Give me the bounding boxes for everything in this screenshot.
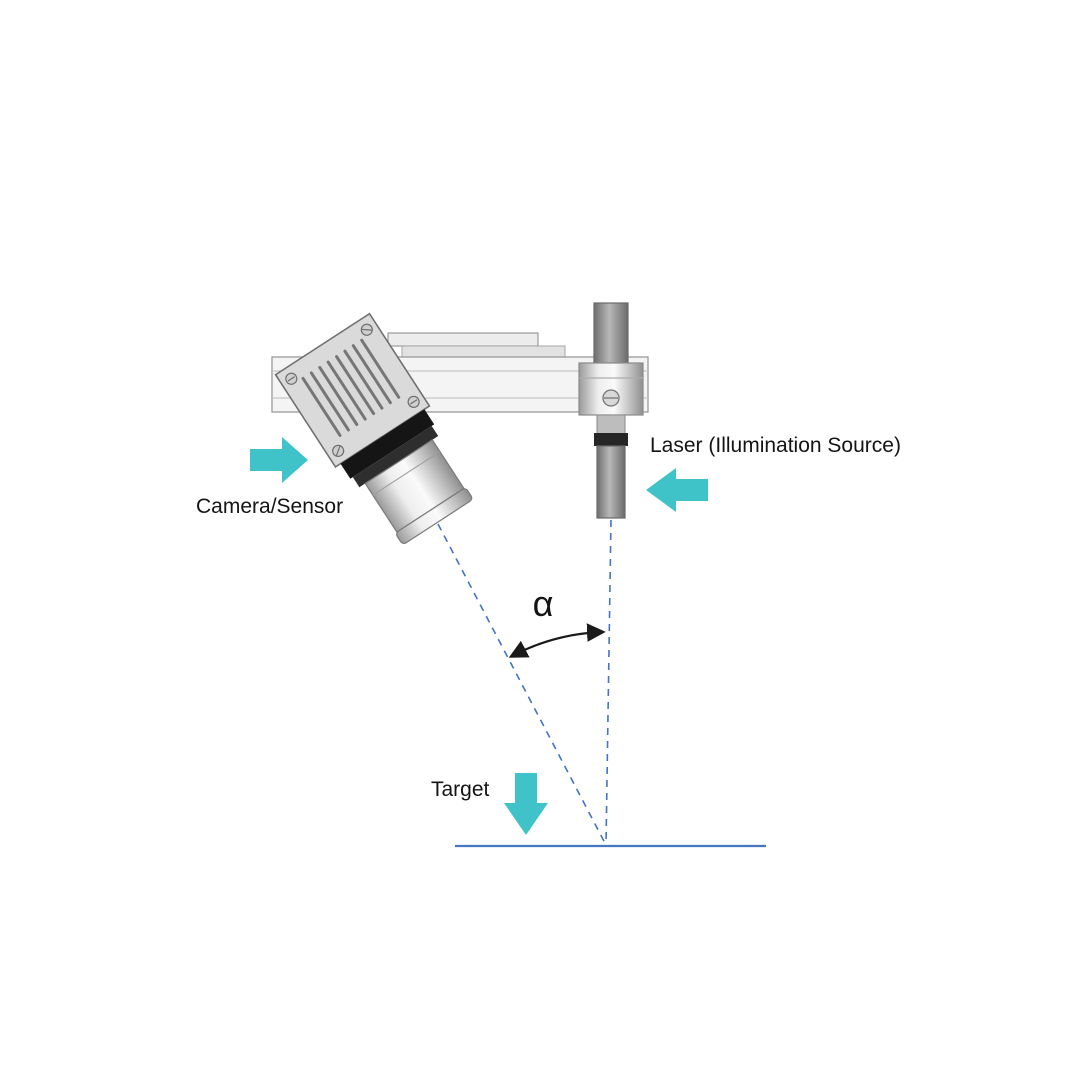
camera-sight-line bbox=[437, 523, 607, 846]
rail-top-plate bbox=[387, 332, 539, 347]
angle-arc bbox=[508, 623, 606, 658]
laser-assembly bbox=[578, 302, 644, 519]
laser-dark-ring bbox=[594, 433, 628, 446]
laser-body bbox=[596, 445, 626, 519]
laser-label: Laser (Illumination Source) bbox=[650, 434, 901, 457]
lens-ring-outer bbox=[340, 409, 435, 479]
target-pointer-down-arrow-icon bbox=[504, 773, 548, 835]
laser-top-cylinder bbox=[593, 302, 629, 366]
laser-pointer-left-arrow-icon bbox=[646, 468, 708, 512]
laser-mount-bracket bbox=[578, 362, 644, 416]
angle-label: α bbox=[533, 583, 554, 624]
lens-groove bbox=[372, 451, 441, 496]
target-label: Target bbox=[431, 778, 490, 801]
lens-ring-inner bbox=[352, 425, 439, 488]
camera-label: Camera/Sensor bbox=[196, 495, 343, 518]
camera-screws bbox=[285, 323, 420, 458]
camera-body bbox=[274, 312, 431, 469]
laser-beam-line bbox=[605, 519, 612, 846]
lens-front-rim bbox=[396, 488, 473, 544]
camera-vent-slats bbox=[301, 338, 401, 437]
camera-sensor bbox=[274, 312, 473, 544]
laser-neck bbox=[596, 414, 626, 435]
rail-sub-plate bbox=[401, 345, 566, 358]
camera-pointer-right-arrow-icon bbox=[250, 437, 308, 483]
